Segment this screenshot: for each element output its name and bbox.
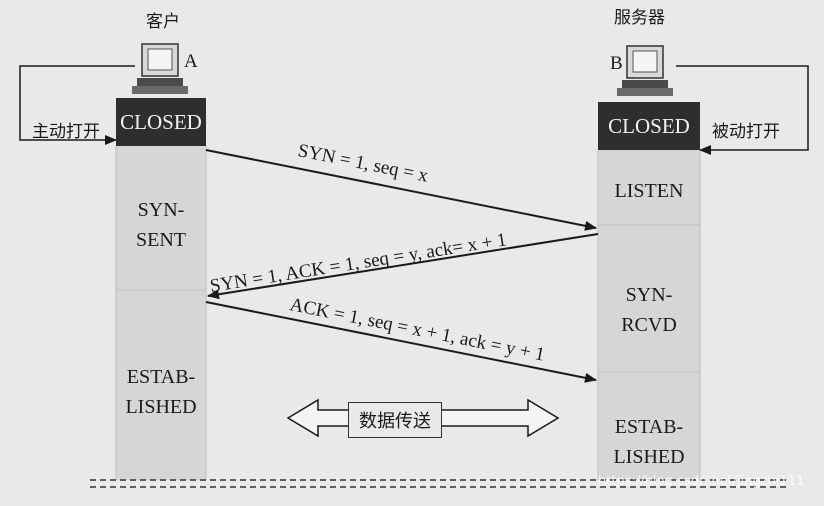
client-established-state: ESTAB- LISHED xyxy=(125,366,197,418)
client-computer-icon xyxy=(132,43,188,94)
server-computer-icon xyxy=(617,45,673,96)
data-transfer-label: 数据传送 xyxy=(348,402,442,438)
passive-open-arrow xyxy=(676,65,809,155)
server-established-state: ESTAB- LISHED xyxy=(613,416,685,468)
active-open-label: 主动打开 xyxy=(32,122,100,142)
client-timeline xyxy=(116,146,206,480)
server-timeline xyxy=(598,150,700,480)
ack-arrow xyxy=(205,301,597,383)
server-listen-state: LISTEN xyxy=(614,180,684,202)
server-closed-state: CLOSED xyxy=(598,102,700,150)
active-open-arrow xyxy=(19,65,135,145)
server-host-letter: B xyxy=(610,53,623,74)
client-title: 客户 xyxy=(146,12,180,32)
passive-open-label: 被动打开 xyxy=(712,122,780,142)
watermark: https://blog.csdn.net/jingzhi111 xyxy=(598,474,805,489)
server-syn-rcvd-state: SYN- RCVD xyxy=(621,284,677,336)
server-title: 服务器 xyxy=(614,8,665,28)
client-closed-state: CLOSED xyxy=(116,98,206,146)
syn-ack-arrow xyxy=(207,233,599,300)
syn-arrow xyxy=(205,149,597,231)
client-host-letter: A xyxy=(184,51,198,72)
client-syn-sent-state: SYN- SENT xyxy=(136,199,186,251)
